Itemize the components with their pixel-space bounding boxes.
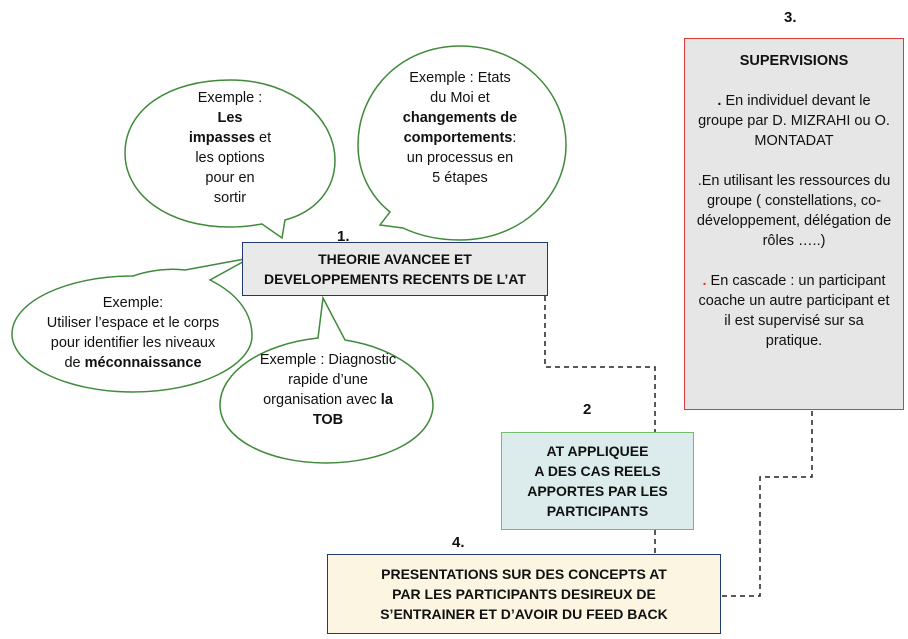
box1-line1: THEORIE AVANCEE ET <box>318 251 472 267</box>
bubble-impasses-line2: Les <box>217 110 243 126</box>
bubble-espace-line2: Utiliser l’espace et le corps <box>46 315 220 331</box>
supervisions-title: SUPERVISIONS <box>739 53 849 69</box>
bubble-etats-line4-bold: comportements <box>403 130 513 146</box>
bubble-etats-line6: 5 étapes <box>432 170 488 186</box>
bubble-impasses-shape <box>124 79 336 240</box>
box2-line3: APPORTES PAR LES <box>527 483 668 499</box>
bubble-impasses-line3: et <box>254 130 272 146</box>
bubble-diag-line2: rapide d’une <box>288 372 368 388</box>
box4-line1: PRESENTATIONS SUR DES CONCEPTS AT <box>381 566 667 582</box>
bubble-impasses-text: Exemple : Les impasses et les options po… <box>160 88 300 208</box>
box-at-appliquee: AT APPLIQUEE A DES CAS REELS APPORTES PA… <box>501 432 694 530</box>
bubble-diag-line3-bold: la <box>380 392 393 408</box>
supervisions-p1-bullet: . <box>717 93 722 109</box>
bubble-diag-line4: TOB <box>312 412 344 428</box>
supervisions-p1-wrap: . En individuel devant le groupe par D. … <box>695 91 893 151</box>
bubble-impasses-line5: pour en <box>205 170 255 186</box>
bubble-espace-line4-bold: méconnaissance <box>84 355 202 371</box>
connector-1-to-2 <box>544 296 656 432</box>
box2-line4: PARTICIPANTS <box>546 503 649 519</box>
bubble-diag-shape <box>219 295 434 464</box>
bubble-espace-line4: de <box>64 355 85 371</box>
box-presentations: PRESENTATIONS SUR DES CONCEPTS AT PAR LE… <box>327 554 721 634</box>
box2-line1: AT APPLIQUEE <box>546 443 649 459</box>
bubble-etats-shape <box>357 45 567 241</box>
box4-line2: PAR LES PARTICIPANTS DESIREUX DE <box>392 586 656 602</box>
step-number-1: 1. <box>337 228 350 245</box>
box2-line2: A DES CAS REELS <box>534 463 661 479</box>
supervisions-p3-bullet: . <box>702 273 707 289</box>
bubble-diag-line3: organisation avec <box>263 392 381 408</box>
connector-3-to-4 <box>722 411 813 597</box>
step-number-3: 3. <box>784 9 797 26</box>
bubble-diag-line1: Exemple : Diagnostic <box>259 352 397 368</box>
bubble-impasses-line4: les options <box>195 150 265 166</box>
bubble-diag-text: Exemple : Diagnostic rapide d’une organi… <box>240 350 416 430</box>
bubble-etats-text: Exemple : Etats du Moi et changements de… <box>380 68 540 188</box>
bubble-etats-line3: changements de <box>402 110 518 126</box>
supervisions-p3-wrap: . En cascade : un participant coache un … <box>695 271 893 351</box>
supervisions-p2: .En utilisant les ressources du groupe (… <box>696 173 892 249</box>
bubble-impasses-line1: Exemple : <box>197 90 263 106</box>
bubble-etats-line2: du Moi et <box>430 90 490 106</box>
step-number-4: 4. <box>452 534 465 551</box>
bubble-espace-shape <box>11 257 253 393</box>
bubble-espace-line3: pour identifier les niveaux <box>50 335 216 351</box>
step-number-2: 2 <box>583 401 592 418</box>
bubble-impasses-line6: sortir <box>213 190 247 206</box>
supervisions-p3: En cascade : un participant coache un au… <box>698 273 890 349</box>
bubble-etats-line1: Exemple : Etats <box>409 70 511 86</box>
bubble-etats-line5: un processus en <box>406 150 514 166</box>
box1-line2: DEVELOPPEMENTS RECENTS DE L’AT <box>264 271 526 287</box>
bubble-etats-line4: : <box>512 130 517 146</box>
bubble-espace-line1: Exemple: <box>102 295 164 311</box>
box-theorie-avancee: THEORIE AVANCEE ET DEVELOPPEMENTS RECENT… <box>242 242 548 296</box>
bubble-espace-text: Exemple: Utiliser l’espace et le corps p… <box>20 293 246 373</box>
box4-line3: S’ENTRAINER ET D’AVOIR DU FEED BACK <box>380 606 668 622</box>
box-supervisions: SUPERVISIONS . En individuel devant le g… <box>684 38 904 410</box>
bubble-impasses-line3-bold: impasses <box>188 130 255 146</box>
supervisions-p1: En individuel devant le groupe par D. MI… <box>698 93 890 149</box>
